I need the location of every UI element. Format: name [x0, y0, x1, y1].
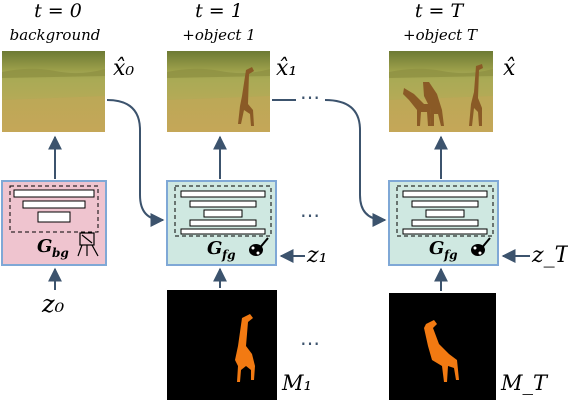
caption-1: +object 1	[182, 26, 255, 44]
generator-sub-fg-T: fg	[443, 248, 458, 262]
output-image-object-1	[167, 51, 270, 132]
mask-label-1: M₁	[281, 371, 312, 395]
arrows	[48, 99, 530, 291]
noise-label-1: z₁	[306, 243, 327, 268]
generator-fg-T: G fg	[388, 180, 499, 266]
noise-label-T: z_T	[531, 243, 568, 268]
mask-T	[389, 293, 496, 400]
time-label-0: t = 0	[34, 0, 82, 22]
mask-1	[167, 290, 277, 400]
generator-sub-bg: bg	[52, 246, 69, 260]
arrow-x0-to-gfg1	[106, 99, 165, 227]
generator-label-fg-1: G	[207, 238, 222, 259]
giraffe-mask-silhouette	[424, 320, 459, 382]
ellipsis-middle: ⋯	[300, 203, 320, 227]
mask-label-T: M_T	[500, 371, 549, 395]
output-label-T: x̂	[503, 56, 516, 81]
ellipsis-bottom: ⋯	[300, 331, 320, 355]
generator-sub-fg-1: fg	[221, 248, 236, 262]
giraffe-shape	[238, 67, 254, 126]
caption-T: +object T	[403, 26, 478, 44]
ellipsis-top: ⋯	[300, 85, 320, 109]
output-image-background	[2, 51, 105, 132]
caption-0: background	[10, 26, 101, 44]
output-image-object-T	[389, 51, 493, 132]
generator-fg-1: G fg	[166, 180, 277, 266]
giraffe-mask-silhouette	[235, 314, 255, 382]
noise-label-0: z₀	[41, 290, 65, 318]
generator-label-bg: G	[37, 236, 52, 257]
generator-label-fg-T: G	[429, 238, 444, 259]
output-label-1: x̂₁	[276, 56, 297, 81]
time-label-T: t = T	[415, 0, 465, 22]
time-label-1: t = 1	[195, 0, 243, 22]
generator-bg: G bg	[1, 180, 107, 266]
output-label-0: x̂₀	[113, 56, 134, 81]
paint-palette-icon	[249, 237, 269, 256]
paint-palette-icon	[471, 237, 491, 256]
arrow-prev-to-gfgT	[324, 99, 387, 227]
background-camera-icon	[77, 232, 99, 257]
